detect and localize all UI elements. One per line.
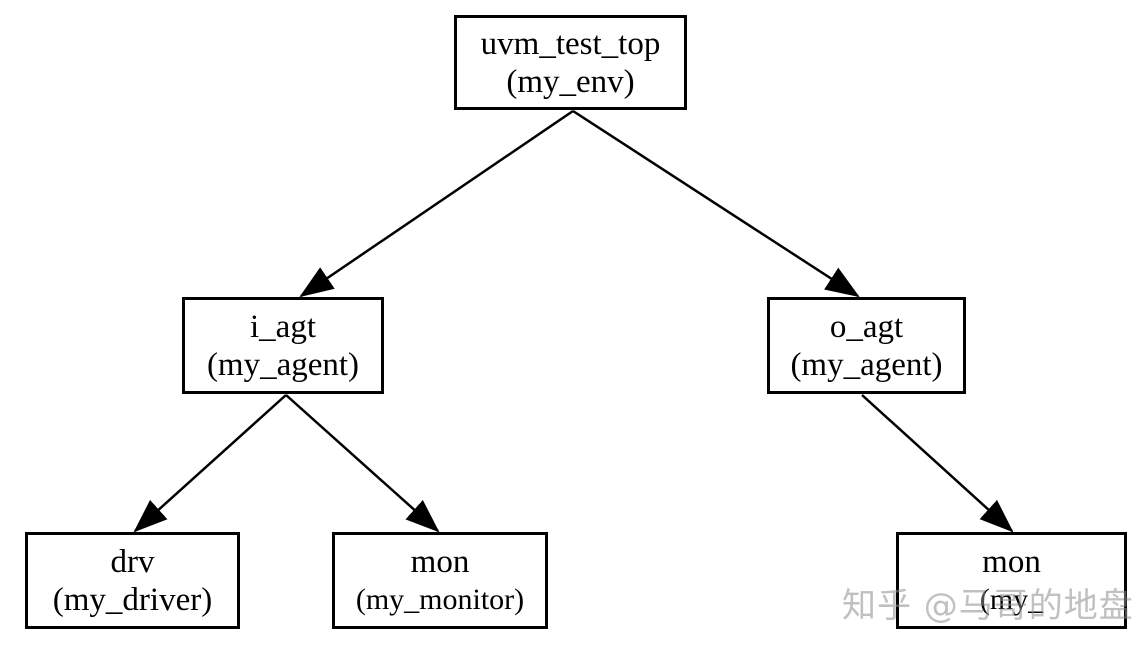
node-name: mon	[410, 543, 470, 580]
edge-root-to-o-agt	[572, 109, 860, 298]
node-name: drv	[110, 543, 155, 580]
node-type: (my_	[979, 582, 1044, 616]
node-type: (my_monitor)	[355, 582, 525, 616]
edge-i-agt-to-mon-i	[285, 394, 440, 533]
edge-root-to-i-agt	[299, 109, 574, 298]
node-name: mon	[982, 543, 1041, 580]
node-type: (my_driver)	[52, 581, 213, 618]
node-type: (my_env)	[506, 63, 635, 100]
node-type: (my_agent)	[790, 346, 943, 383]
node-i-agt: i_agt (my_agent)	[182, 297, 384, 394]
watermark: 知乎 @马哥的地盘	[842, 586, 1134, 626]
edge-o-agt-to-mon-o	[861, 394, 1014, 533]
node-type: (my_agent)	[206, 346, 360, 383]
node-uvm-test-top: uvm_test_top (my_env)	[454, 15, 687, 110]
edge-i-agt-to-drv	[133, 394, 287, 533]
node-name: i_agt	[250, 308, 316, 345]
node-drv: drv (my_driver)	[25, 532, 240, 629]
node-name: o_agt	[829, 308, 904, 345]
node-mon-o-agt: mon (my_	[896, 532, 1127, 629]
node-mon-i-agt: mon (my_monitor)	[332, 532, 548, 629]
node-name: uvm_test_top	[480, 25, 661, 62]
node-o-agt: o_agt (my_agent)	[767, 297, 966, 394]
